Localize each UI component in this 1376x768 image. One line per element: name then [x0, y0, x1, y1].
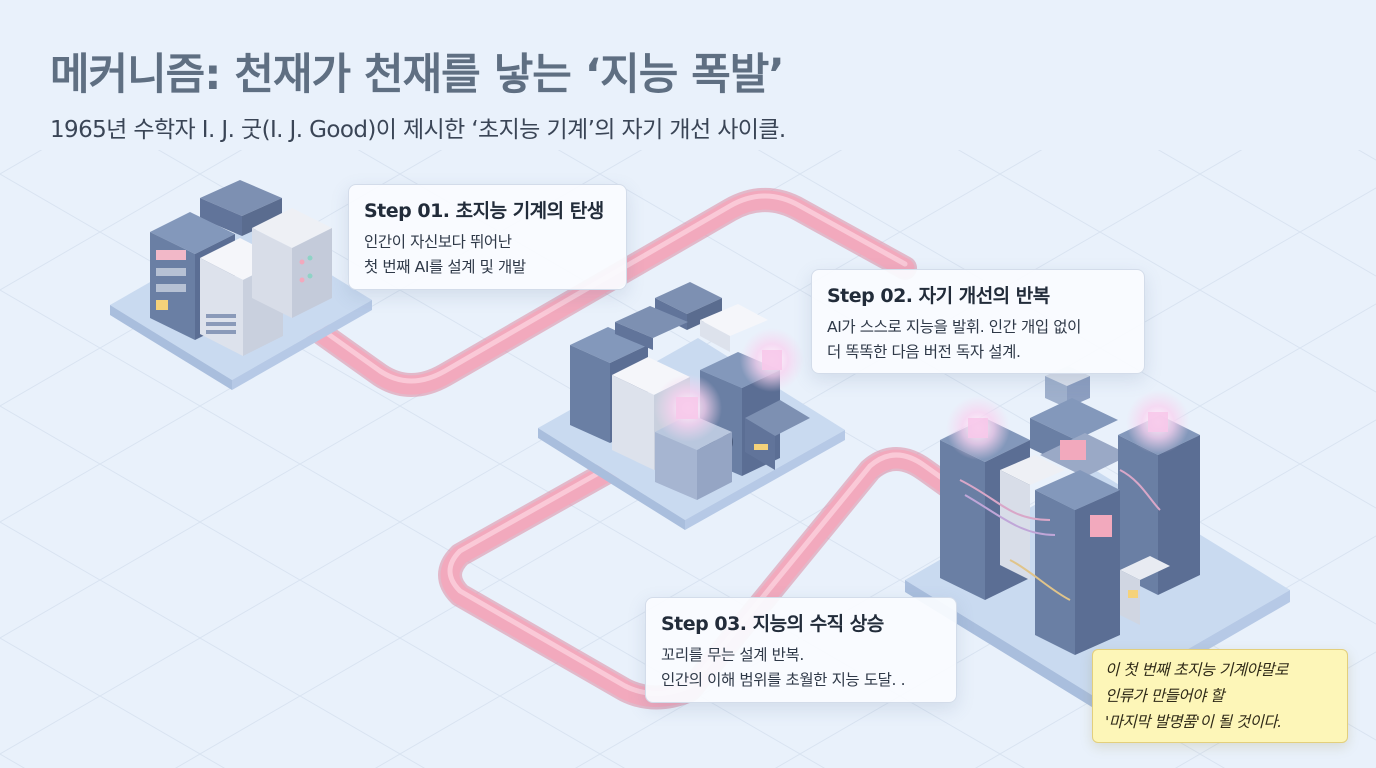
page-subtitle: 1965년 수학자 I. J. 굿(I. J. Good)이 제시한 ‘초지능 …: [50, 117, 786, 143]
step-03-line-2: 인간의 이해 범위를 초월한 지능 도달. .: [661, 671, 906, 689]
step-02-line-1: AI가 스스로 지능을 발휘. 인간 개입 없이: [827, 318, 1081, 336]
step-02-line-2: 더 똑똑한 다음 버전 독자 설계.: [827, 343, 1021, 361]
step-01-line-2: 첫 번째 AI를 설계 및 개발: [364, 258, 526, 276]
step-01-line-1: 인간이 자신보다 뛰어난: [364, 233, 512, 251]
quote-line-2: 인류가 만들어야 할: [1105, 687, 1224, 705]
server-cluster-step2: [538, 282, 845, 530]
step-03-line-1: 꼬리를 무는 설계 반복.: [661, 646, 804, 664]
step-01-title: Step 01. 초지능 기계의 탄생: [364, 200, 604, 222]
step-02-card: Step 02. 자기 개선의 반복 AI가 스스로 지능을 발휘. 인간 개입…: [811, 269, 1145, 374]
step-03-title: Step 03. 지능의 수직 상승: [661, 613, 884, 635]
step-01-card: Step 01. 초지능 기계의 탄생 인간이 자신보다 뛰어난 첫 번째 AI…: [348, 184, 627, 290]
quote-line-3: '마지막 발명품'이 될 것이다.: [1105, 713, 1282, 731]
step-02-title: Step 02. 자기 개선의 반복: [827, 285, 1050, 307]
step-03-card: Step 03. 지능의 수직 상승 꼬리를 무는 설계 반복. 인간의 이해 …: [645, 597, 957, 703]
quote-line-1: 이 첫 번째 초지능 기계야말로: [1105, 661, 1288, 679]
page-title: 메커니즘: 천재가 천재를 낳는 ‘지능 폭발’: [50, 50, 785, 100]
server-cluster-step1: [110, 180, 372, 390]
quote-note: 이 첫 번째 초지능 기계야말로 인류가 만들어야 할 '마지막 발명품'이 될…: [1092, 649, 1348, 743]
